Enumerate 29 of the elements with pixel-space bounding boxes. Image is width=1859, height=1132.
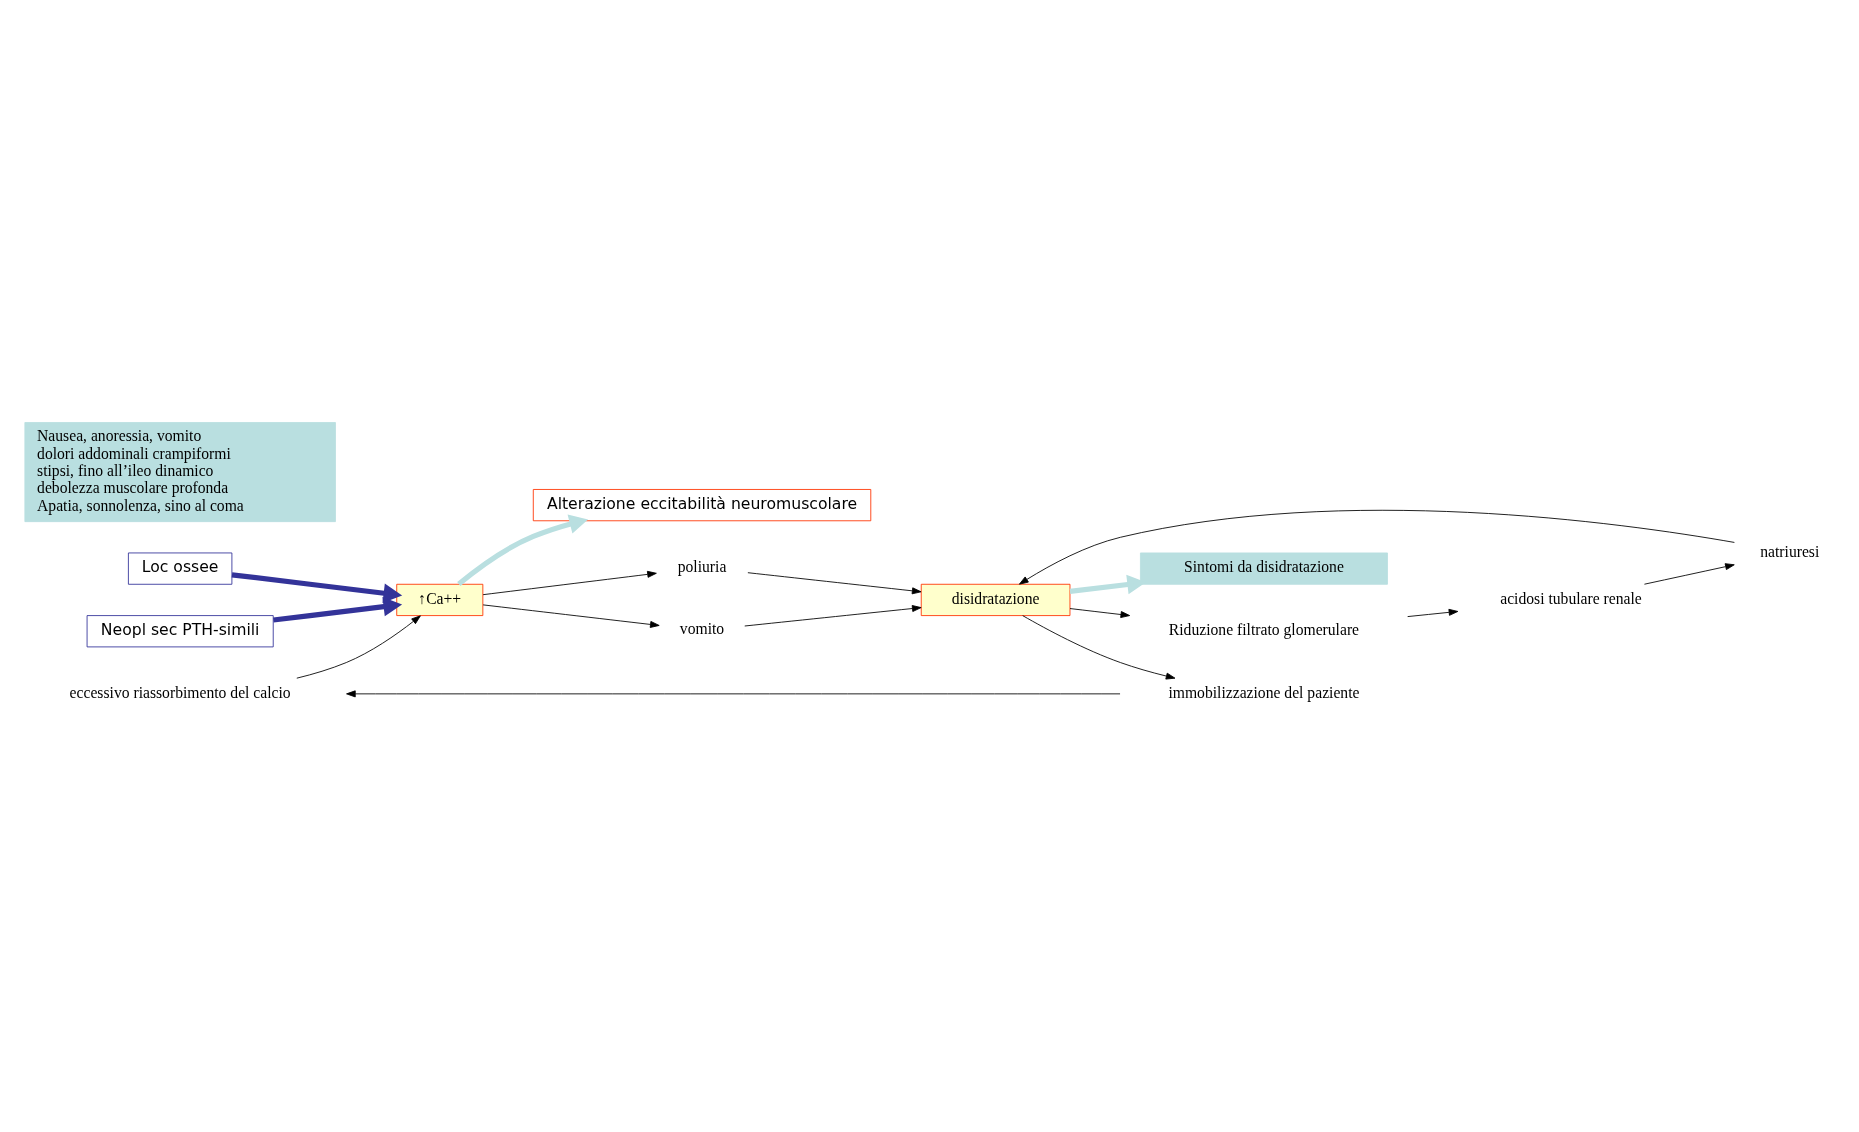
node-text: natriuresi [1760, 542, 1820, 560]
arrow [1407, 608, 1459, 618]
node-box: disidratazione [920, 583, 1071, 616]
arrow [1644, 563, 1735, 585]
arrow [346, 690, 1121, 698]
arrow [231, 572, 403, 603]
node-text: vomito [679, 620, 725, 638]
node-box: Alterazione eccitabilità neuromuscolare [532, 489, 872, 522]
arrow [273, 596, 403, 623]
node-box: Sintomi da disidratazione [1140, 552, 1388, 585]
node-box: Nausea, anoressia, vomito dolori addominali crampiformi stipsi, fino all’ileo dinamico debolezza muscolare profonda Apatia, sonnolenza, sino al coma [24, 422, 336, 523]
arrow [1022, 615, 1176, 680]
node-text: poliuria [677, 557, 727, 575]
node-text: eccessivo riassorbimento del calcio [69, 683, 291, 701]
arrow [482, 604, 660, 628]
arrow [482, 570, 657, 596]
arrow [1069, 608, 1131, 618]
node-box: ↑Ca++ [396, 583, 484, 616]
arrow [457, 514, 589, 587]
node-text: Riduzione filtrato glomerulare [1168, 621, 1360, 639]
arrow [1018, 510, 1735, 585]
node-text: acidosi tubulare renale [1500, 589, 1642, 607]
arrow [296, 615, 421, 679]
node-text: immobilizzazione del paziente [1168, 683, 1360, 701]
arrow [744, 605, 922, 627]
node-box: Neopl sec PTH-simili [86, 615, 274, 648]
arrow [1069, 574, 1146, 595]
node-box: Loc ossee [127, 552, 233, 585]
arrow [747, 572, 922, 595]
